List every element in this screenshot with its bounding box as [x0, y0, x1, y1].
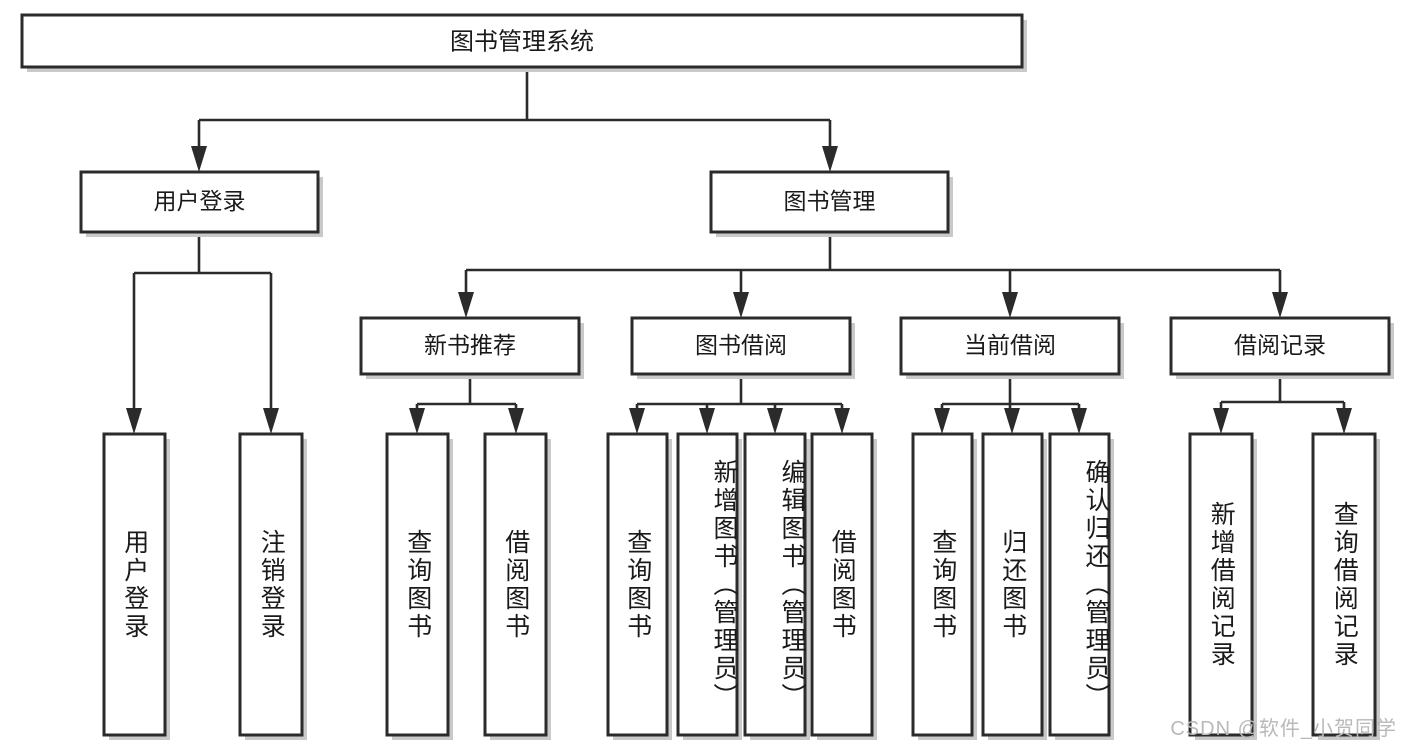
leaf-box-layer: [102, 432, 1380, 740]
arrow-to-user-login: [191, 146, 207, 172]
node-new-book-rec[interactable]: 新书推荐: [359, 316, 584, 379]
node-layer: 图书管理系统 用户登录 图书管理 新书推荐: [20, 13, 1394, 740]
arrow-to-leaf-edit-book-admin: [767, 408, 783, 434]
node-new-book-rec-label: 新书推荐: [424, 332, 516, 358]
leaf-box-leaf-edit-book-admin[interactable]: [743, 432, 810, 740]
leaf-box-leaf-logout[interactable]: [238, 432, 307, 740]
connector-layer: [126, 67, 1352, 434]
leaf-box-leaf-return-book[interactable]: [981, 432, 1047, 740]
leaf-box-leaf-query-record[interactable]: [1311, 432, 1380, 740]
arrow-to-leaf-query-book-bor: [629, 408, 645, 434]
edge-borrowrecord-trunk: [1219, 374, 1346, 412]
edge-newbook-trunk: [415, 374, 518, 412]
node-user-login[interactable]: 用户登录: [79, 170, 323, 237]
node-borrow-record-label: 借阅记录: [1234, 332, 1326, 358]
leaf-box-leaf-query-book-cur[interactable]: [911, 432, 977, 740]
node-user-login-label: 用户登录: [154, 188, 246, 214]
arrow-to-new-book-rec: [458, 292, 474, 318]
arrow-to-leaf-return-book: [1004, 408, 1020, 434]
arrow-to-leaf-confirm-return: [1071, 408, 1087, 434]
node-book-manage-label: 图书管理: [784, 188, 876, 214]
arrow-to-leaf-borrow-book-bor: [834, 408, 850, 434]
leaf-box-leaf-confirm-return[interactable]: [1048, 432, 1114, 740]
node-root[interactable]: 图书管理系统: [20, 13, 1027, 72]
node-borrow-record[interactable]: 借阅记录: [1169, 316, 1394, 379]
node-book-borrow-label: 图书借阅: [695, 332, 787, 358]
leaf-box-leaf-query-book-new[interactable]: [385, 432, 453, 740]
leaf-box-leaf-add-book-admin[interactable]: [676, 432, 742, 740]
leaf-box-leaf-query-book-bor[interactable]: [606, 432, 672, 740]
edge-bookborrow-trunk: [635, 374, 844, 412]
arrow-to-leaf-query-book-cur: [934, 408, 950, 434]
arrow-to-leaf-add-book-admin: [699, 408, 715, 434]
arrow-to-leaf-query-record: [1336, 408, 1352, 434]
arrow-to-leaf-add-record: [1213, 408, 1229, 434]
leaf-box-leaf-add-record[interactable]: [1188, 432, 1257, 740]
edge-bookmanage-trunk: [464, 232, 1282, 296]
edge-currentborrow-trunk: [940, 374, 1081, 412]
leaf-box-leaf-borrow-book-new[interactable]: [483, 432, 551, 740]
leaf-box-leaf-borrow-book-bor[interactable]: [810, 432, 877, 740]
leaf-box-leaf-user-login[interactable]: [102, 432, 170, 740]
node-book-manage[interactable]: 图书管理: [709, 170, 953, 237]
arrow-to-leaf-logout: [263, 408, 279, 434]
edge-root-trunk: [197, 67, 832, 150]
node-root-label: 图书管理系统: [450, 28, 594, 55]
arrow-to-borrow-record: [1272, 292, 1288, 318]
arrow-to-leaf-borrow-book-new: [508, 408, 524, 434]
node-current-borrow[interactable]: 当前借阅: [899, 316, 1124, 379]
node-current-borrow-label: 当前借阅: [964, 332, 1056, 358]
edge-userlogin-trunk: [132, 232, 273, 412]
arrow-to-current-borrow: [1002, 292, 1018, 318]
arrow-to-book-manage: [822, 146, 838, 172]
arrow-to-book-borrow: [733, 292, 749, 318]
node-book-borrow[interactable]: 图书借阅: [630, 316, 855, 379]
arrow-to-leaf-user-login: [126, 408, 142, 434]
arrow-to-leaf-query-book-new: [409, 408, 425, 434]
